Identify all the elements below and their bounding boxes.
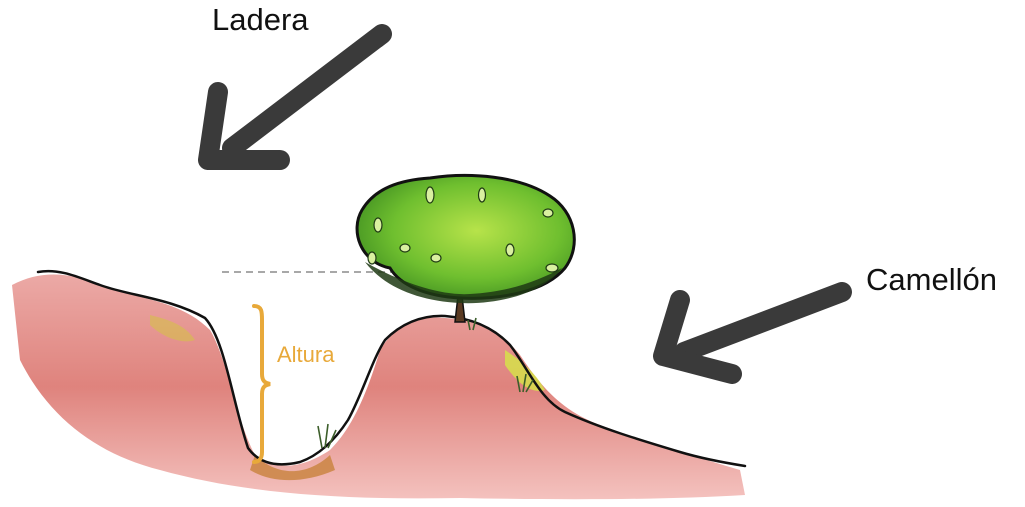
slope-label: Ladera (212, 2, 309, 38)
soil-profile (12, 274, 745, 499)
ridge-arrow-icon (663, 292, 842, 374)
height-label: Altura (277, 342, 334, 368)
ridge-label: Camellón (866, 262, 997, 298)
slope-arrow-icon (208, 34, 382, 160)
height-bracket-icon (254, 306, 270, 462)
tree-icon (357, 175, 574, 322)
